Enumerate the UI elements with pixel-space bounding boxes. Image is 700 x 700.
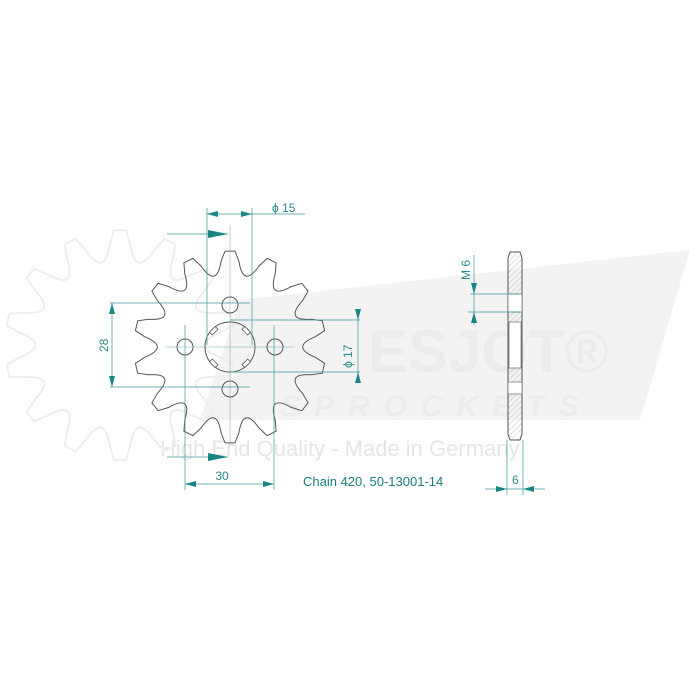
dimension-bore: ϕ 15 bbox=[206, 201, 305, 345]
section-arrows bbox=[167, 230, 228, 461]
spline-notch bbox=[208, 325, 219, 336]
thickness-label: 6 bbox=[512, 473, 519, 487]
watermark-brand: ESJOT® bbox=[368, 318, 609, 385]
dimension-vertical-spacing: 28 bbox=[97, 302, 250, 388]
dimension-spline: ϕ 17 bbox=[230, 309, 361, 383]
dimension-horizontal-spacing: 30 bbox=[184, 325, 275, 490]
spline-label: ϕ 17 bbox=[341, 344, 355, 368]
bore-label: ϕ 15 bbox=[272, 201, 296, 215]
thread-label: M 6 bbox=[459, 260, 473, 280]
part-caption: Chain 420, 50-13001-14 bbox=[303, 474, 443, 489]
hub-splines bbox=[208, 325, 252, 369]
watermark-sprocket bbox=[5, 229, 235, 461]
horizontal-spacing-label: 30 bbox=[215, 469, 229, 483]
spline-notch bbox=[208, 358, 219, 369]
spline-notch bbox=[241, 325, 252, 336]
sprocket-outline bbox=[134, 250, 326, 444]
spline-notch bbox=[241, 358, 252, 369]
watermark-logo: ESJOT® SPROCKETS High End Quality - Made… bbox=[5, 229, 690, 461]
side-view: M 6 6 bbox=[459, 251, 545, 495]
watermark-subbrand: SPROCKETS bbox=[280, 390, 593, 423]
vertical-spacing-label: 28 bbox=[97, 338, 111, 352]
center-lines bbox=[165, 225, 295, 445]
